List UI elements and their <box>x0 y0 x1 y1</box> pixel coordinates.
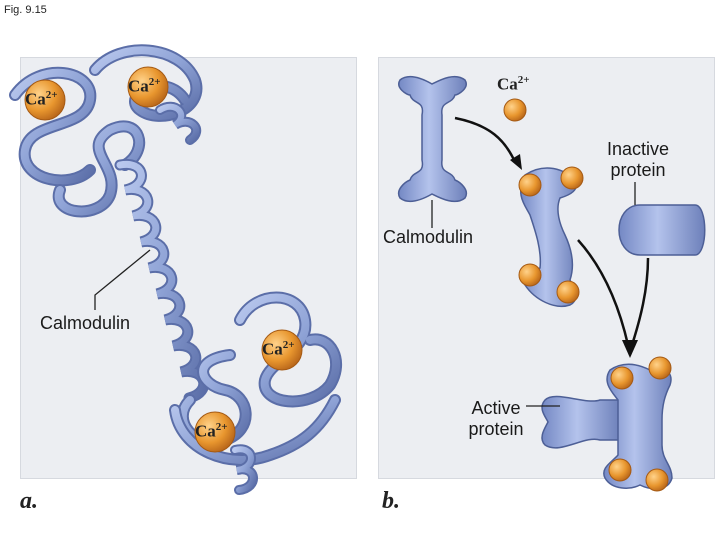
inactive-protein-label: Inactive protein <box>596 139 680 181</box>
panel-b-tag: b. <box>382 488 400 514</box>
calcium-ion <box>127 66 169 108</box>
calcium-ion-label: Ca2+ <box>25 89 58 109</box>
figure-label: Fig. 9.15 <box>4 4 47 16</box>
active-protein-label-line2: protein <box>468 419 524 439</box>
calcium-ion <box>24 79 66 121</box>
calcium-ion <box>610 366 634 390</box>
panel-a-tag: a. <box>20 488 38 514</box>
calmodulin-leader-line <box>94 249 151 310</box>
calcium-ion <box>648 356 672 380</box>
calcium-ion <box>194 411 236 453</box>
calcium-ion <box>503 98 527 122</box>
calcium-ion <box>560 166 584 190</box>
active-protein-label-line1: Active <box>471 398 521 418</box>
inactive-protein-label-line1: Inactive <box>606 139 670 159</box>
calcium-ion <box>645 468 669 492</box>
calcium-ion <box>556 280 580 304</box>
inactive-protein-label-line2: protein <box>610 160 666 180</box>
calcium-ion <box>518 263 542 287</box>
free-calmodulin-shape <box>398 75 467 203</box>
activation-arrow-from-calmodulin <box>577 239 630 346</box>
calmodulin-label-b: Calmodulin <box>383 227 474 247</box>
binding-arrow <box>454 116 517 163</box>
active-protein-label: Active protein <box>460 398 532 440</box>
inactive-protein-shape <box>618 204 706 256</box>
calmodulin-ribbon-structure <box>9 44 342 495</box>
calcium-ion-label: Ca2+ <box>128 76 161 96</box>
activation-arrow-from-protein <box>630 257 650 346</box>
calcium-ion-label: Ca2+ <box>262 339 295 359</box>
calcium-ion <box>518 173 542 197</box>
calcium-ion-label: Ca2+ <box>195 421 228 441</box>
calcium-ion <box>261 329 303 371</box>
free-calcium-ion-label: Ca2+ <box>497 74 530 94</box>
active-protein-complex-shape <box>541 363 673 490</box>
calmodulin-label-a: Calmodulin <box>40 313 131 333</box>
calcium-ion <box>608 458 632 482</box>
